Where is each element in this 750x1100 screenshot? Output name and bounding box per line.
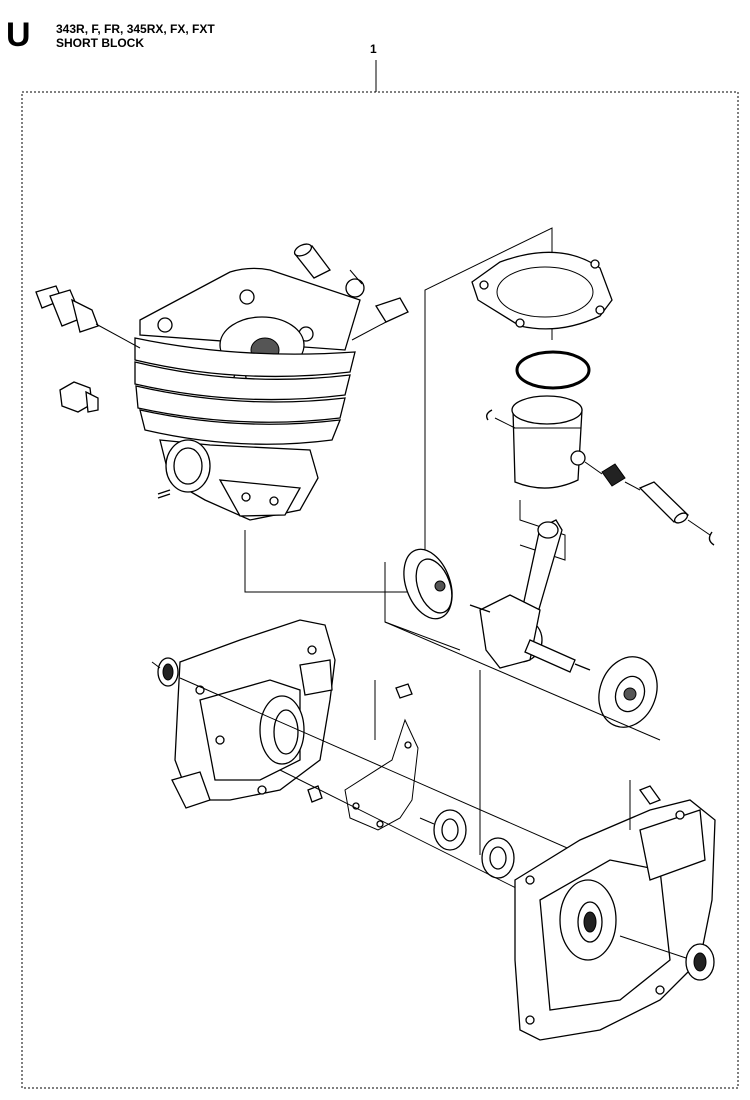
piston-pin-set [584, 461, 715, 546]
section-letter: U [6, 16, 31, 54]
plug-nut [59, 381, 99, 413]
page-header: 343R, F, FR, 345RX, FX, FXT SHORT BLOCK [56, 22, 215, 50]
leader-cylinder [244, 227, 553, 593]
cylinder [134, 267, 361, 521]
piston [485, 395, 586, 489]
crankcase-right [514, 780, 716, 1041]
crankshaft [403, 500, 658, 728]
group-frame [21, 91, 739, 1089]
main-bearing-left [419, 809, 467, 851]
model-list: 343R, F, FR, 345RX, FX, FXT [56, 22, 215, 36]
crankcase-gasket [344, 680, 419, 831]
decompression-valve [35, 285, 141, 349]
crankcase-left [151, 619, 336, 809]
callout-1: 1 [370, 42, 377, 56]
page-title: SHORT BLOCK [56, 36, 144, 50]
impulse-hose-parts [293, 243, 409, 341]
main-bearing-right [481, 837, 515, 879]
cylinder-gasket [471, 251, 613, 330]
piston-ring [515, 350, 591, 390]
leader-main-axis [179, 677, 591, 859]
leader-crank-diag [384, 621, 661, 741]
